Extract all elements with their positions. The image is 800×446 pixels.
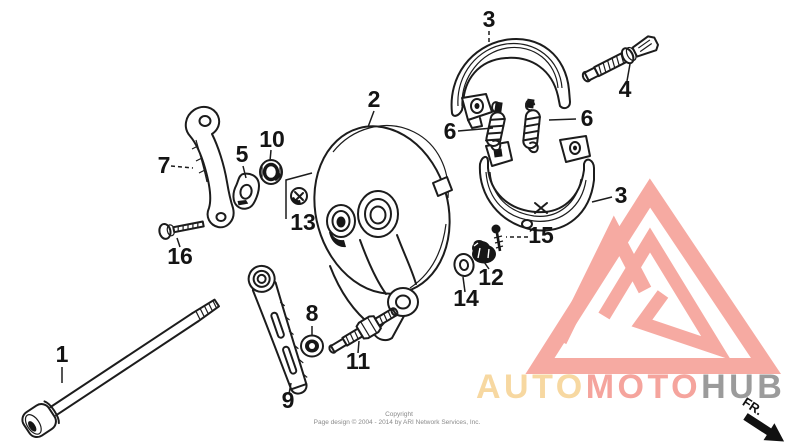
callout-7: 7	[158, 152, 171, 178]
part-14-washer	[453, 253, 475, 277]
callout-labels: 1 2 3 3 4 5 6 6 7 8 9 10 11 12 13 14 15 …	[56, 6, 632, 413]
part-12-nut	[472, 240, 496, 264]
callout-6-right: 6	[581, 105, 594, 131]
callout-4: 4	[619, 76, 632, 102]
watermark-wordmark: AUTOMOTOHUB	[476, 368, 785, 406]
callout-5: 5	[236, 141, 249, 167]
callout-6-left: 6	[444, 118, 457, 144]
part-16-bolt	[158, 220, 205, 240]
part-3-brake-shoe-upper	[450, 38, 571, 129]
footer-copyright: Copyright Page design © 2004 - 2014 by A…	[314, 411, 481, 426]
part-6-spring-right	[522, 99, 541, 154]
part-13-screw	[290, 187, 308, 205]
callout-15: 15	[528, 222, 554, 248]
part-9-brake-arm	[247, 264, 308, 395]
part-1-axle	[21, 298, 220, 439]
part-7-brake-arm	[184, 105, 235, 229]
callout-3-top: 3	[483, 6, 496, 32]
part-4-brake-cam	[581, 35, 659, 83]
callout-3-right: 3	[615, 182, 628, 208]
callout-2: 2	[368, 86, 381, 112]
part-2-brake-panel	[313, 125, 453, 342]
callout-14: 14	[453, 285, 479, 311]
callout-11: 11	[346, 348, 371, 374]
callout-8: 8	[306, 300, 319, 326]
part-3-brake-shoe-lower	[478, 135, 595, 232]
watermark-m-peak	[553, 215, 652, 345]
front-direction-arrow-icon	[743, 413, 785, 442]
callout-16: 16	[167, 243, 193, 269]
part-8-washer	[300, 334, 324, 358]
part-10-nut	[259, 159, 283, 185]
callout-10: 10	[259, 126, 285, 152]
part-15-pin	[491, 224, 504, 252]
copyright-line2: Page design © 2004 - 2014 by ARI Network…	[314, 418, 481, 426]
watermark-inner-spiral	[598, 227, 731, 360]
part-5-joint-plate	[232, 172, 260, 210]
copyright-line1: Copyright	[385, 411, 413, 418]
watermark-hub: HUB	[701, 368, 785, 406]
watermark-moto: MOTO	[586, 368, 701, 406]
callout-12: 12	[478, 264, 504, 290]
callout-1: 1	[56, 341, 69, 367]
callout-9: 9	[282, 387, 295, 413]
leader-lines	[61, 31, 631, 395]
watermark-auto: AUTO	[476, 368, 586, 406]
callout-13: 13	[290, 209, 316, 235]
part-11-adjuster-bolt	[328, 307, 399, 354]
watermark-logo: AUTOMOTOHUB	[476, 178, 785, 406]
